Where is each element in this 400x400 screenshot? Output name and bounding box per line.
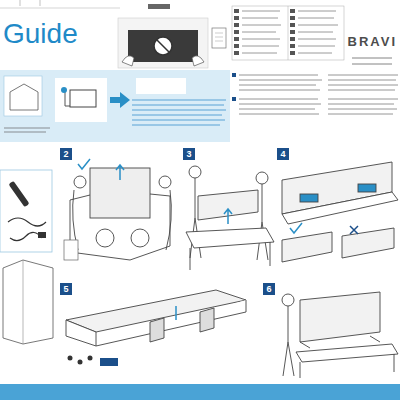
callout-number: 3 bbox=[183, 148, 195, 160]
callout-number: 4 bbox=[277, 148, 289, 160]
brand-name: BRAVI bbox=[348, 34, 397, 49]
callout-number: 5 bbox=[60, 283, 72, 295]
callout-number: 2 bbox=[60, 148, 72, 160]
guide-title: Guide bbox=[3, 18, 78, 50]
callout-number: 6 bbox=[263, 283, 275, 295]
